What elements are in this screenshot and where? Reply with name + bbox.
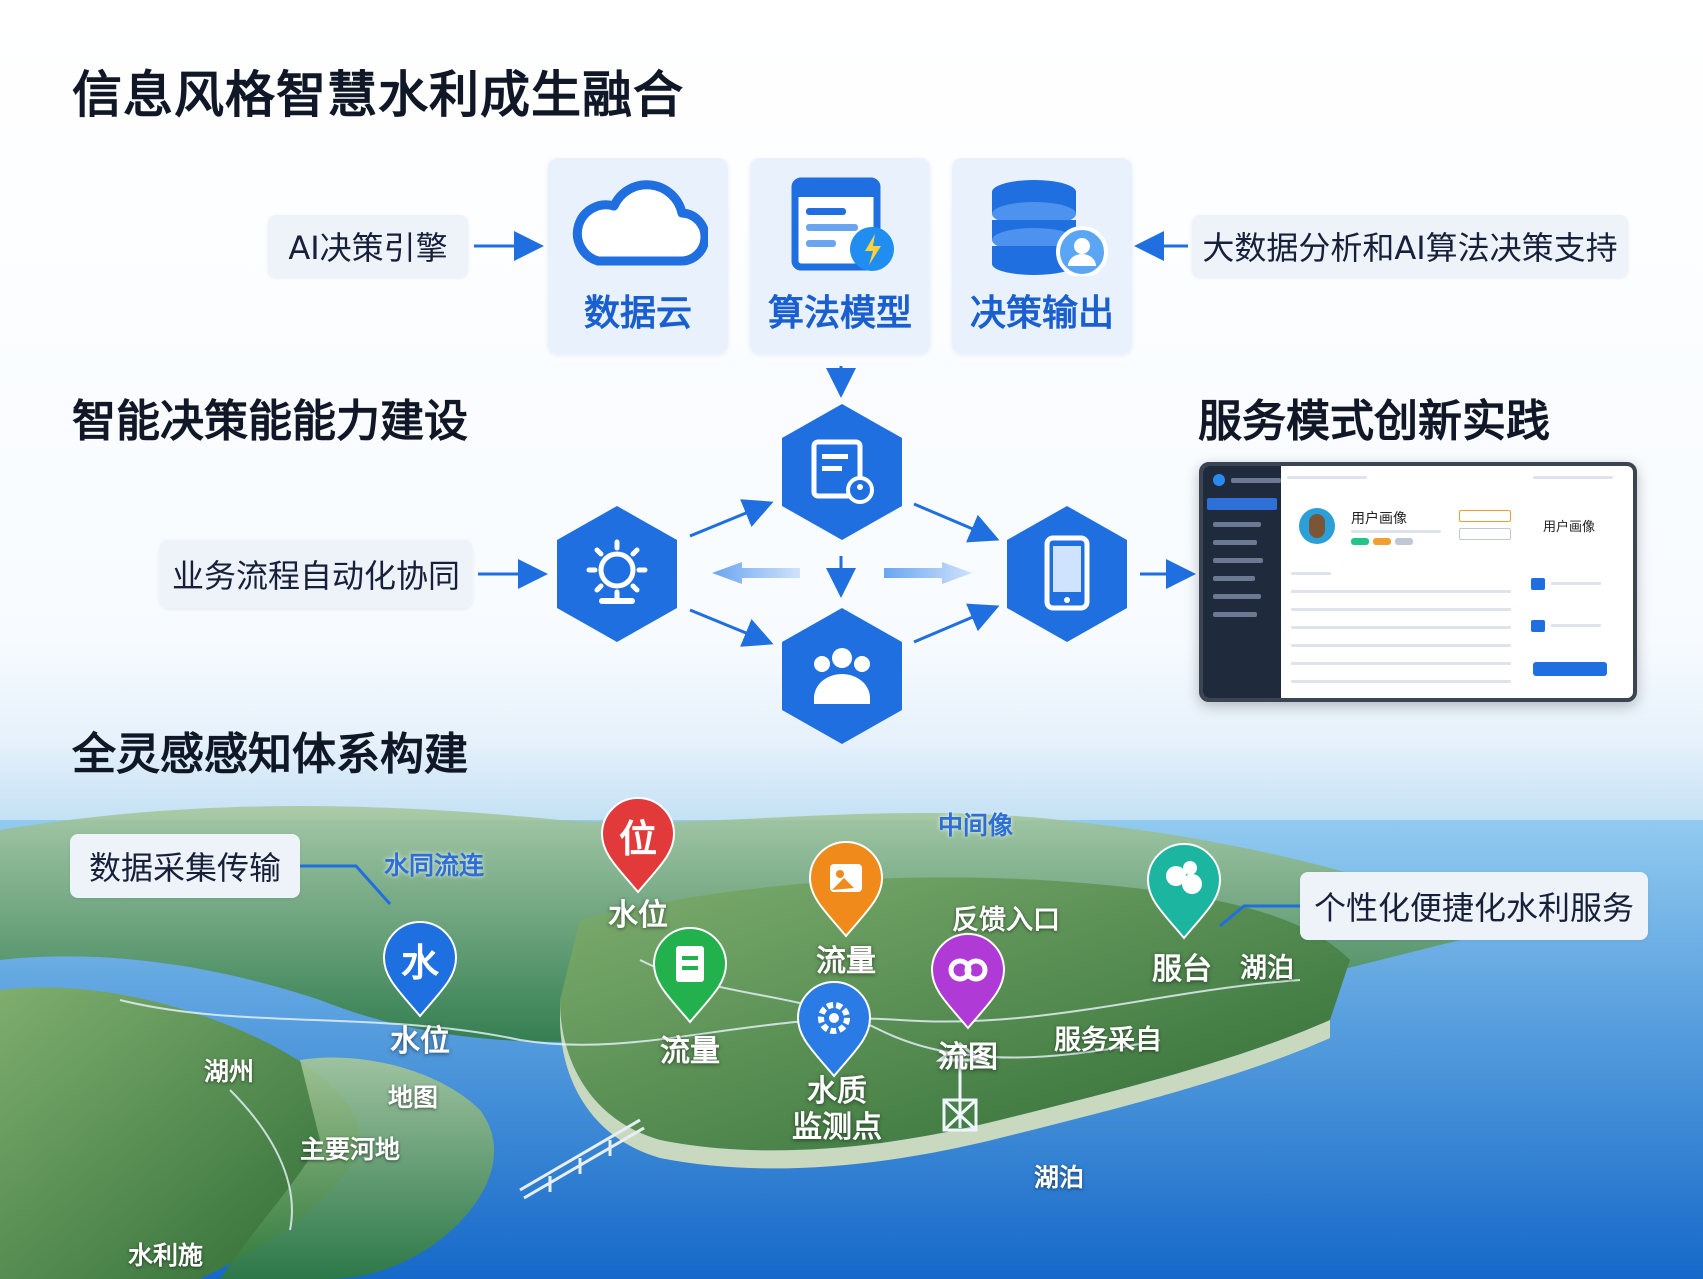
database-user-icon [992,180,1108,276]
gear-pin-icon[interactable] [794,980,874,1080]
hexagon-gear-person-icon[interactable] [555,504,679,644]
card-algorithm-model[interactable]: 算法模型 [750,158,930,354]
ai-engine-pill: AI决策引擎 [268,215,468,277]
map-label: 服务采自 [1054,1025,1162,1056]
map-label: 反馈入口 [952,905,1060,936]
hexagon-group-icon[interactable] [780,606,904,746]
card-label: 算法模型 [767,293,912,334]
bigdata-support-pill: 大数据分析和AI算法决策支持 [1192,215,1628,277]
map-label: 地图 [388,1083,439,1112]
leaf-pin-icon[interactable] [1144,842,1224,942]
section-title-perception: 全灵感感知体系构建 [72,729,468,780]
pin-glyph: 水 [400,941,439,985]
pin-label: 服台 [1152,952,1212,987]
water-pin-icon[interactable]: 水 [380,920,460,1020]
personalized-service-pill: 个性化便捷化水利服务 [1300,872,1648,940]
bidirectional-arrow [712,562,972,584]
arrow [474,231,1196,647]
map-label: 湖泊 [1034,1163,1085,1192]
clipboard-pin-icon[interactable] [650,926,730,1026]
map-pin-icon[interactable] [806,840,886,940]
pin-label: 流量 [816,944,876,979]
pin-label: 流图 [938,1040,998,1075]
pin-label: 水质 监测点 [792,1074,882,1145]
card-data-cloud[interactable]: 数据云 [548,158,728,354]
map-label: 水利施 [128,1241,204,1270]
section-title-service: 服务模式创新实践 [1198,396,1550,447]
process-automation-pill: 业务流程自动化协同 [160,540,472,608]
map-label: 湖泊 [1240,953,1294,984]
map-label: 水同流连 [384,851,485,880]
hexagon-document-person-icon[interactable] [780,402,904,542]
chart-pin-icon[interactable] [928,932,1008,1032]
document-lightning-icon [791,177,894,271]
page-title: 信息风格智慧水利成生融合 [72,66,684,124]
water-tower-icon [935,1042,985,1132]
data-collection-pill: 数据采集传输 [70,834,300,898]
location-pin-icon[interactable]: 位 [598,796,678,896]
service-app-screenshot[interactable]: 用户画像 用户画像 [1199,462,1637,702]
user-profile-title: 用户画像 [1351,511,1407,527]
pin-label: 水位 [390,1024,450,1059]
map-label: 主要河地 [300,1135,401,1164]
pin-glyph: 位 [618,817,657,861]
card-decision-output[interactable]: 决策输出 [952,158,1132,354]
hexagon-mobile-phone-icon[interactable] [1005,504,1129,644]
map-label: 湖州 [204,1057,255,1086]
card-label: 决策输出 [969,293,1114,334]
bridge [519,1118,645,1200]
app-sidebar [1203,466,1281,698]
pin-label: 水位 [608,898,668,933]
user-profile-title-2: 用户画像 [1543,520,1596,535]
section-title-decision: 智能决策能能力建设 [72,396,468,447]
cloud-icon [572,180,708,266]
map-label: 中间像 [938,811,1014,840]
card-label: 数据云 [583,293,692,334]
pin-label: 流量 [660,1034,720,1069]
